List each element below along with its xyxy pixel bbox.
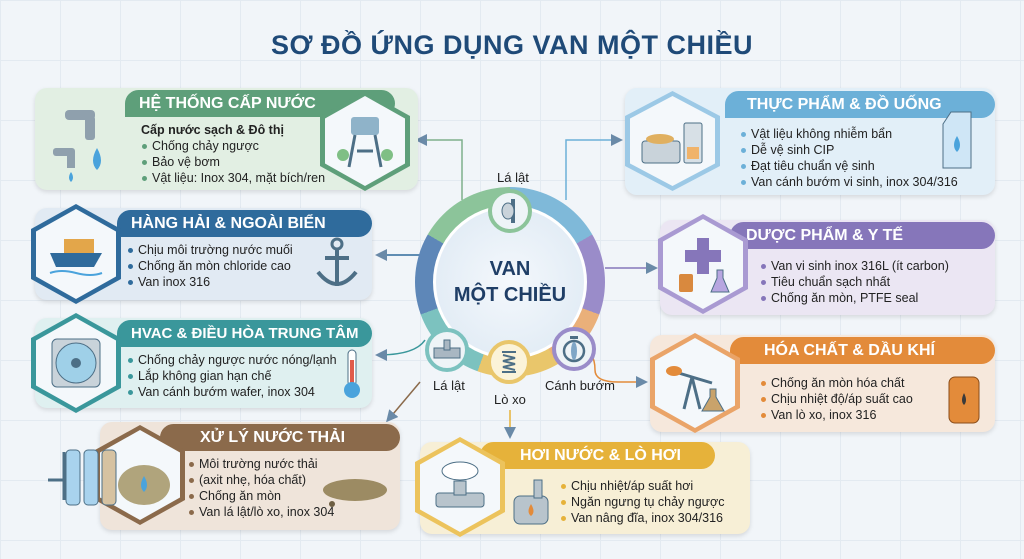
card-marine: HÀNG HẢI & NGOÀI BIỂN Chịu môi trường nư… bbox=[31, 204, 372, 304]
oil-barrel-icon bbox=[948, 376, 980, 424]
card-steam-boiler: HƠI NƯỚC & LÒ HƠI Chịu nhiệt/áp suất hơi… bbox=[415, 437, 750, 537]
milk-carton-icon bbox=[942, 111, 972, 169]
valve-type-label-bottom: Lò xo bbox=[494, 392, 526, 407]
list-item: Van lò xo, inox 316 bbox=[760, 407, 913, 423]
card-water-supply: HỆ THỐNG CẤP NƯỚC Cấp nước sạch & Đô thị… bbox=[35, 88, 418, 191]
card-subtitle: Cấp nước sạch & Đô thị bbox=[141, 123, 284, 137]
list-item: Van nâng đĩa, inox 304/316 bbox=[560, 510, 725, 526]
card-title: XỬ LÝ NƯỚC THẢI bbox=[160, 424, 400, 451]
water-filter-icon bbox=[48, 449, 170, 506]
list-item: Chống chảy ngược bbox=[141, 138, 325, 154]
fan-hex bbox=[31, 313, 121, 413]
valve-type-label-top: Lá lật bbox=[497, 170, 529, 185]
card-title: HÀNG HẢI & NGOÀI BIỂN bbox=[117, 210, 372, 237]
valve-type-label-right: Cánh bướm bbox=[545, 378, 615, 393]
card-pharma-medical: DƯỢC PHẨM & Y TẾ Van vi sinh inox 316L (… bbox=[658, 214, 995, 315]
connector-waste bbox=[386, 381, 421, 423]
food-machine-icon bbox=[641, 122, 702, 164]
card-title: HƠI NƯỚC & LÒ HƠI bbox=[480, 442, 715, 469]
spring-icon bbox=[502, 351, 516, 373]
list-item: Chịu nhiệt/áp suất hơi bbox=[560, 478, 725, 494]
card-food-beverage: THỰC PHẨM & ĐỒ UỐNG Vật liệu không nhiễm… bbox=[625, 88, 995, 195]
card-title: DƯỢC PHẨM & Y TẾ bbox=[730, 222, 995, 249]
list-item: Chống ăn mòn, PTFE seal bbox=[760, 290, 949, 306]
list-item: Bảo vệ bơm bbox=[141, 154, 325, 170]
list-item: Van cánh bướm vi sinh, inox 304/316 bbox=[740, 174, 958, 190]
list-item: Ngăn ngưng tụ chảy ngược bbox=[560, 494, 725, 510]
list-item: Chống ăn mòn bbox=[188, 488, 334, 504]
list-item: Vật liệu không nhiễm bẩn bbox=[740, 126, 958, 142]
card-title: HVAC & ĐIỀU HÒA TRUNG TÂM bbox=[117, 320, 372, 347]
list-item: Van lá lật/lò xo, inox 304 bbox=[188, 504, 334, 520]
steam-pipe-icon bbox=[435, 461, 485, 508]
list-item: Dễ vệ sinh CIP bbox=[740, 142, 958, 158]
list-item: Chịu môi trường nước muối bbox=[127, 242, 293, 258]
card-chemical-oil-gas: HÓA CHẤT & DẦU KHÍ Chống ăn mòn hóa chất… bbox=[650, 333, 995, 433]
connector-hvac bbox=[375, 339, 426, 361]
list-item: Vật liệu: Inox 304, mặt bích/ren bbox=[141, 170, 325, 186]
card-body: Môi trường nước thải(axit nhẹ, hóa chất)… bbox=[188, 456, 334, 520]
list-item: Chống ăn mòn hóa chất bbox=[760, 375, 913, 391]
water-tower-icon bbox=[337, 117, 393, 168]
card-body: Van vi sinh inox 316L (ít carbon)Tiêu ch… bbox=[760, 258, 949, 306]
card-hvac: HVAC & ĐIỀU HÒA TRUNG TÂM Chống chảy ngư… bbox=[31, 313, 372, 413]
center-title-line2: MỘT CHIỀU bbox=[453, 284, 567, 306]
swing-valve-node-top[interactable] bbox=[488, 189, 532, 233]
valve-type-label-left: Lá lật bbox=[433, 378, 465, 393]
list-item: Lắp không gian hạn chế bbox=[127, 368, 337, 384]
medical-cross-icon bbox=[679, 238, 730, 293]
swing-valve-node-left[interactable] bbox=[425, 328, 469, 372]
list-item: Môi trường nước thải bbox=[188, 456, 334, 472]
butterfly-valve-node[interactable] bbox=[552, 327, 596, 371]
list-item: Đạt tiêu chuẩn vệ sinh bbox=[740, 158, 958, 174]
list-item: Chống chảy ngược nước nóng/lạnh bbox=[127, 352, 337, 368]
list-item: Chịu nhiệt độ/áp suất cao bbox=[760, 391, 913, 407]
spring-valve-node[interactable] bbox=[487, 340, 531, 384]
anchor-icon bbox=[316, 237, 358, 286]
valve-body-icon bbox=[433, 339, 461, 359]
list-item: Van vi sinh inox 316L (ít carbon) bbox=[760, 258, 949, 274]
list-item: Chống ăn mòn chloride cao bbox=[127, 258, 293, 274]
sludge-icon bbox=[323, 479, 387, 507]
list-item: (axit nhẹ, hóa chất) bbox=[188, 472, 334, 488]
ship-hex bbox=[31, 204, 121, 304]
card-title: HÓA CHẤT & DẦU KHÍ bbox=[730, 337, 995, 364]
faucet-icon bbox=[53, 110, 101, 182]
list-item: Van inox 316 bbox=[127, 274, 293, 290]
list-item: Tiêu chuẩn sạch nhất bbox=[760, 274, 949, 290]
connector-food bbox=[565, 134, 623, 200]
food-machine-hex bbox=[625, 91, 720, 191]
thermometer-icon bbox=[344, 349, 360, 398]
pharma-hex bbox=[658, 214, 748, 314]
oil-pump-icon bbox=[666, 366, 725, 412]
fan-icon bbox=[51, 338, 101, 388]
center-title-line1: VAN bbox=[489, 258, 531, 280]
swing-disc-icon bbox=[501, 199, 515, 223]
butterfly-disc-icon bbox=[562, 336, 586, 363]
list-item: Van cánh bướm wafer, inox 304 bbox=[127, 384, 337, 400]
diagram-title: SƠ ĐỒ ỨNG DỤNG VAN MỘT CHIỀU bbox=[271, 30, 753, 60]
ship-icon bbox=[49, 239, 103, 276]
boiler-icon bbox=[513, 479, 549, 525]
oil-pump-hex bbox=[650, 333, 740, 433]
connector-water bbox=[415, 134, 463, 200]
